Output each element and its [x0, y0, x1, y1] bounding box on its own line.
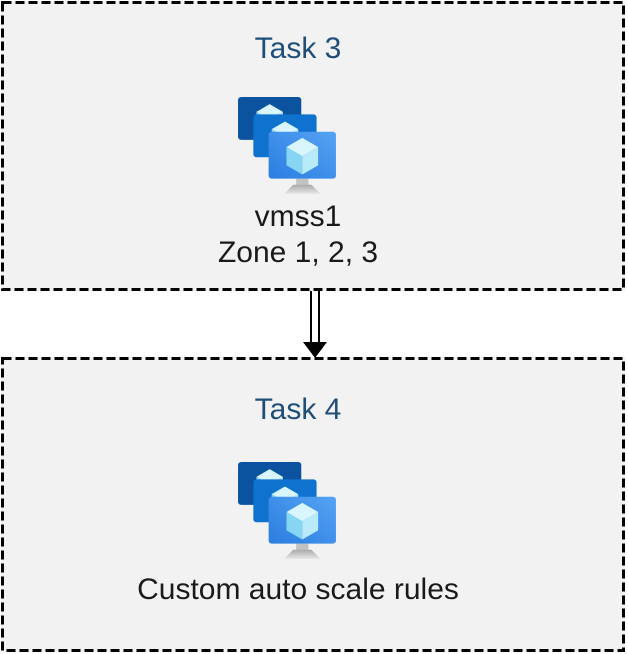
task3-content: Task 3 [4, 4, 622, 288]
task4-label: Custom auto scale rules [137, 573, 459, 606]
stand-base [283, 184, 321, 194]
cube-front-icon [286, 137, 319, 175]
arrow-head-icon [303, 342, 327, 358]
cube-front-icon [286, 502, 319, 540]
task3-label-name: vmss1 [254, 200, 342, 233]
task4-content: Task 4 [4, 360, 622, 649]
task4-box: Task 4 [1, 357, 625, 652]
cube-top-face [271, 121, 299, 137]
stand-neck [296, 178, 309, 187]
arrow-shaft [310, 291, 320, 342]
task3-label-zones: Zone 1, 2, 3 [217, 236, 379, 269]
task3-title: Task 3 [254, 32, 342, 65]
cube-top-face [286, 137, 319, 157]
flow-arrow [303, 291, 327, 358]
stand-neck [296, 543, 309, 552]
task4-title: Task 4 [254, 393, 342, 426]
task3-icon-wrap [230, 95, 344, 197]
cube-top-face [286, 502, 319, 522]
cube-right-face [302, 147, 319, 175]
task4-icon-wrap [230, 460, 344, 562]
stand-base [283, 549, 321, 559]
cube-left-face [286, 147, 303, 175]
vmss-icon [238, 462, 336, 559]
task3-box: Task 3 [1, 1, 625, 291]
vmss-icon [238, 97, 336, 194]
cube-right-face [302, 512, 319, 540]
cube-left-face [286, 512, 303, 540]
